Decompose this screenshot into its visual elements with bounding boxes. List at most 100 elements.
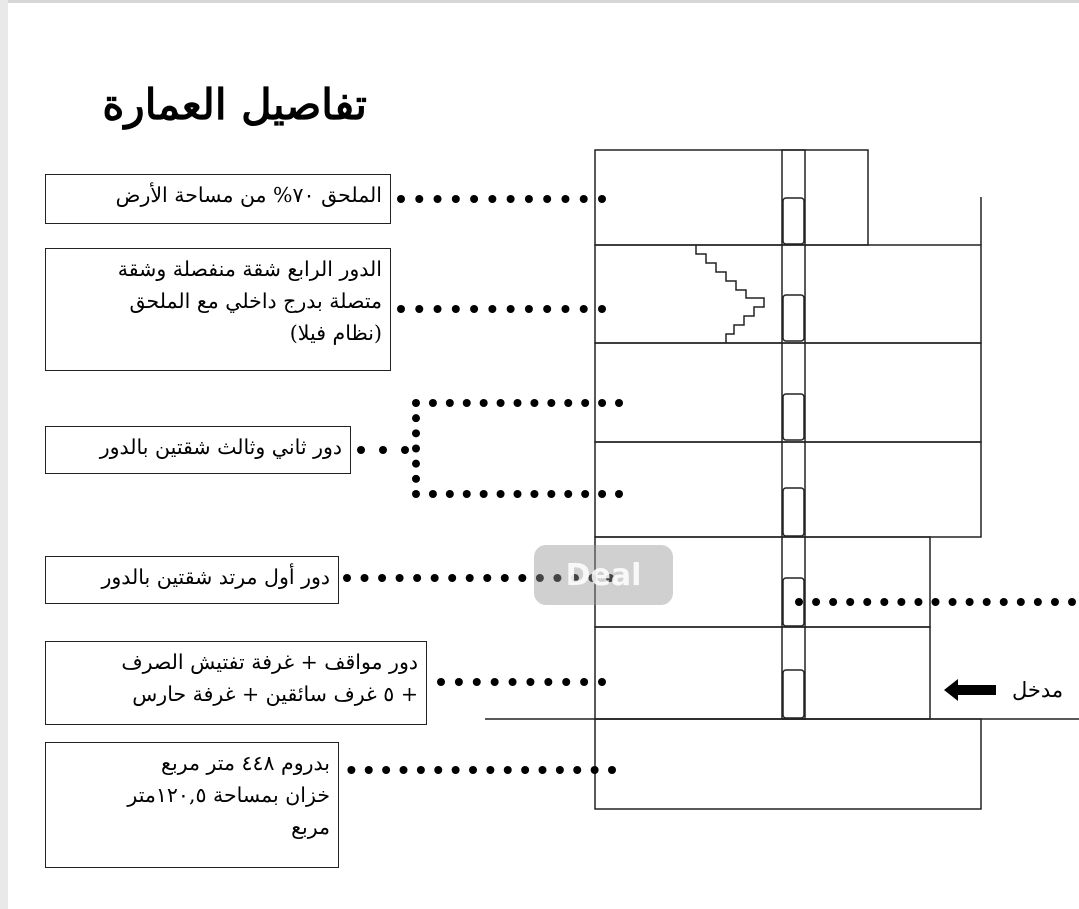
leader-dot <box>415 195 424 203</box>
leader-dot <box>615 399 623 407</box>
leader-dot <box>564 399 573 407</box>
leader-dot <box>524 305 533 313</box>
leader-dot <box>538 766 547 774</box>
leader-dot <box>412 429 420 438</box>
leader-dot <box>579 305 588 313</box>
leader-dot <box>433 195 442 203</box>
leader-dot <box>364 766 373 774</box>
leader-dot <box>812 598 821 606</box>
leader-dot <box>598 399 607 407</box>
leader-dot <box>579 195 588 203</box>
leader-dot <box>588 574 597 582</box>
leader-dot <box>561 305 570 313</box>
leader-dot <box>530 399 539 407</box>
entrance-label: مدخل <box>1012 678 1064 702</box>
leader-dot <box>469 766 477 774</box>
leader-dot <box>412 444 420 453</box>
leader-dot <box>500 574 509 582</box>
leader-dot <box>521 766 530 774</box>
leader-dot <box>357 446 365 454</box>
left-border <box>0 0 8 909</box>
basement-floor <box>594 718 982 810</box>
leader-dot <box>506 305 515 313</box>
first-floor-label: دور أول مرتد شقتين بالدور <box>45 556 339 604</box>
leader-dot <box>412 490 420 498</box>
leader-dot <box>543 195 552 203</box>
leader-dot <box>451 766 460 774</box>
leader-dot <box>553 574 562 582</box>
leader-dot <box>608 766 616 774</box>
leader-dot <box>496 399 505 407</box>
leader-dot <box>395 574 404 582</box>
leader-dot <box>982 598 991 606</box>
leader-dot <box>513 490 522 498</box>
leader-dot <box>931 598 940 606</box>
leader-dot <box>863 598 872 606</box>
leader-dot <box>347 766 356 774</box>
leader-dot <box>412 399 420 407</box>
second-floor <box>594 441 982 538</box>
leader-dot <box>416 766 425 774</box>
leader-dot <box>360 574 369 582</box>
leader-dot <box>598 678 606 686</box>
leader-dot <box>445 399 454 407</box>
leader-dot <box>382 766 391 774</box>
stair-core <box>781 149 806 720</box>
leader-dot <box>598 490 607 498</box>
leader-dot <box>437 678 445 686</box>
leader-dot <box>606 574 614 582</box>
leader-dot <box>462 490 471 498</box>
leader-dot <box>428 399 437 407</box>
leader-dot <box>399 766 408 774</box>
leader-dot <box>561 195 570 203</box>
stair-window <box>782 294 805 342</box>
leader-dot <box>343 574 351 582</box>
leader-dot <box>470 195 479 203</box>
leader-dot <box>430 574 439 582</box>
leader-dot <box>448 574 457 582</box>
leader-dot <box>570 574 579 582</box>
leader-dots <box>330 195 1076 774</box>
leader-dot <box>555 766 564 774</box>
leader-dot <box>615 490 623 498</box>
leader-dot <box>397 195 405 203</box>
leader-dot <box>488 195 497 203</box>
leader-dot <box>1068 598 1076 606</box>
entrance-marker: مدخل <box>944 678 1063 702</box>
leader-dot <box>462 399 471 407</box>
leader-dot <box>965 598 974 606</box>
leader-dot <box>479 490 488 498</box>
leader-dot <box>547 399 556 407</box>
leader-dot <box>581 399 590 407</box>
leader-dot <box>415 305 424 313</box>
stair-window <box>782 487 805 537</box>
stair-window <box>782 577 805 627</box>
leader-dot <box>472 678 481 686</box>
leader-dot <box>543 305 552 313</box>
leader-dot <box>530 490 539 498</box>
internal-stair <box>695 245 765 343</box>
leader-dot <box>451 305 460 313</box>
leader-dot <box>547 490 556 498</box>
leader-dot <box>795 598 803 606</box>
leader-dot <box>483 574 492 582</box>
leader-dot <box>412 474 420 483</box>
leader-dot <box>401 446 409 454</box>
leader-dot <box>479 399 488 407</box>
leader-dot <box>496 490 505 498</box>
leader-dot <box>412 414 420 423</box>
second-third-floors-label: دور ثاني وثالث شقتين بالدور <box>45 426 351 474</box>
leader-dot <box>880 598 889 606</box>
leader-dot <box>470 305 479 313</box>
annex-floor <box>594 149 869 246</box>
leader-dot <box>598 195 606 203</box>
leader-dot <box>428 490 437 498</box>
leader-dot <box>488 305 497 313</box>
watermark: Deal <box>534 545 673 605</box>
ground-floor-label: دور مواقف + غرفة تفتيش الصرف + ٥ غرف سائ… <box>45 641 427 725</box>
leader-dot <box>445 490 454 498</box>
stair-window <box>782 393 805 441</box>
annex-label: الملحق ٧٠% من مساحة الأرض <box>45 174 391 224</box>
leader-dot <box>486 766 495 774</box>
